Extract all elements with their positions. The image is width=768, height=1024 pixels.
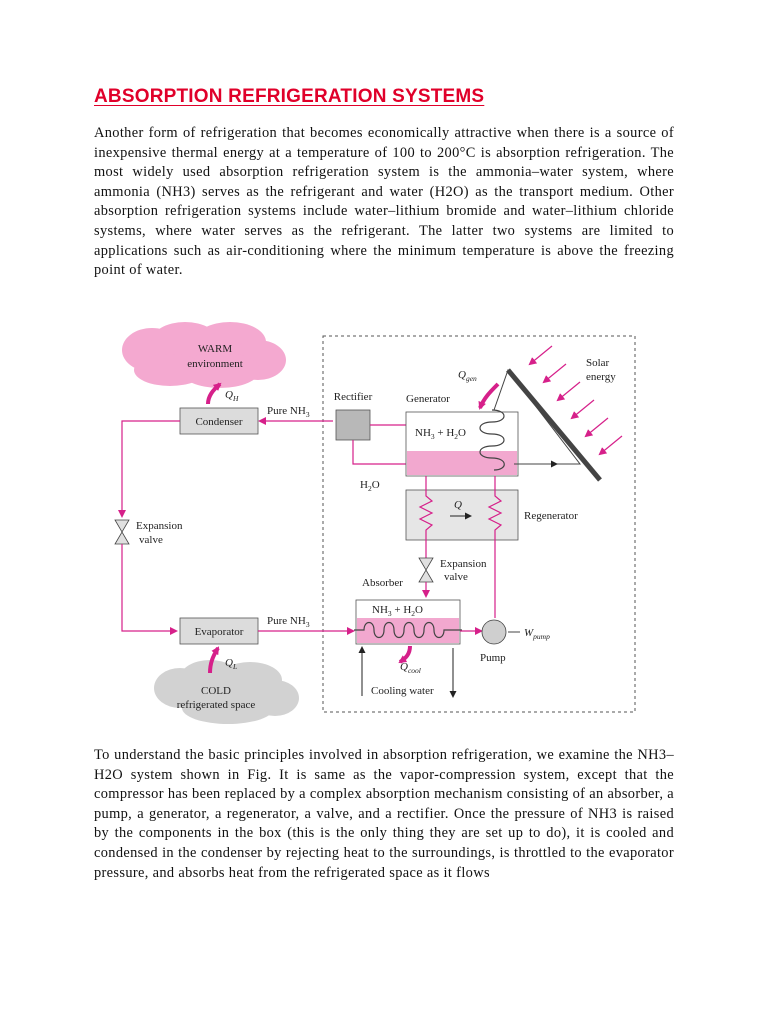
regenerator-coil-left xyxy=(418,476,434,558)
qcool-label: Qcool xyxy=(400,661,421,675)
generator-mixture-label: NH3 + H2O xyxy=(415,427,466,441)
absorption-system-diagram: WARM environment QH Condenser Pure NH3 E… xyxy=(114,322,636,724)
h2o-label: H2O xyxy=(360,479,380,493)
left-expansion-label: Expansion xyxy=(136,520,183,532)
generator-liquid xyxy=(407,451,517,475)
right-expansion-label: Expansion xyxy=(440,558,487,570)
page-title: ABSORPTION REFRIGERATION SYSTEMS xyxy=(94,86,485,107)
cold-sublabel: refrigerated space xyxy=(177,699,256,711)
evaporator-box xyxy=(179,617,259,645)
pump-label: Pump xyxy=(480,652,506,664)
evaporator-label: Evaporator xyxy=(195,626,244,638)
explanation-paragraph: To understand the basic principles invol… xyxy=(94,747,674,881)
warm-label: WARM xyxy=(198,343,232,355)
regenerator-q-label: Q xyxy=(454,499,462,511)
regenerator-coil-right xyxy=(487,476,503,618)
qh-label: QH xyxy=(225,389,239,403)
condenser-box xyxy=(179,407,259,435)
cold-label: COLD xyxy=(201,685,231,697)
solar-energy-label: energy xyxy=(586,371,616,383)
right-valve-label: valve xyxy=(444,571,468,583)
qcool-arrow xyxy=(398,645,412,664)
condenser-label: Condenser xyxy=(195,416,242,428)
cold-refrigerated-space-cloud: COLD refrigerated space xyxy=(154,660,299,724)
warm-sublabel: environment xyxy=(187,358,243,370)
valve-to-evaporator-line xyxy=(121,544,178,635)
cooling-water-label: Cooling water xyxy=(371,685,434,697)
absorber-mixture-label: NH3 + H2O xyxy=(372,604,423,618)
generator-label: Generator xyxy=(406,393,450,405)
ql-label: QL xyxy=(225,657,237,671)
ql-arrow xyxy=(208,646,220,674)
solar-rays xyxy=(528,345,623,456)
absorber-label: Absorber xyxy=(362,577,403,589)
wpump-label: Wpump xyxy=(524,627,550,641)
qh-arrow xyxy=(206,382,222,405)
solar-label: Solar xyxy=(586,357,610,369)
rectifier-return-line xyxy=(352,440,408,465)
pure-nh3-bottom-label: Pure NH3 xyxy=(267,615,310,629)
condenser-to-valve-line xyxy=(118,420,180,518)
rectifier-box xyxy=(335,409,371,441)
regenerator-label: Regenerator xyxy=(524,510,578,522)
absorption-mechanism-boundary xyxy=(322,335,636,713)
left-valve-label: valve xyxy=(139,534,163,546)
pump-icon xyxy=(481,619,507,645)
pure-nh3-top-label: Pure NH3 xyxy=(267,405,310,419)
right-expansion-valve-icon xyxy=(418,557,434,571)
qgen-arrow xyxy=(478,382,500,410)
intro-paragraph: Another form of refrigeration that becom… xyxy=(94,125,674,279)
warm-environment-cloud: WARM environment xyxy=(122,322,286,388)
left-expansion-valve-icon xyxy=(114,519,130,533)
generator-coil xyxy=(479,409,505,471)
regenerator-box xyxy=(405,489,519,541)
absorber-coil xyxy=(354,621,462,639)
rectifier-label: Rectifier xyxy=(334,391,373,403)
qgen-label: Qgen xyxy=(458,369,477,383)
